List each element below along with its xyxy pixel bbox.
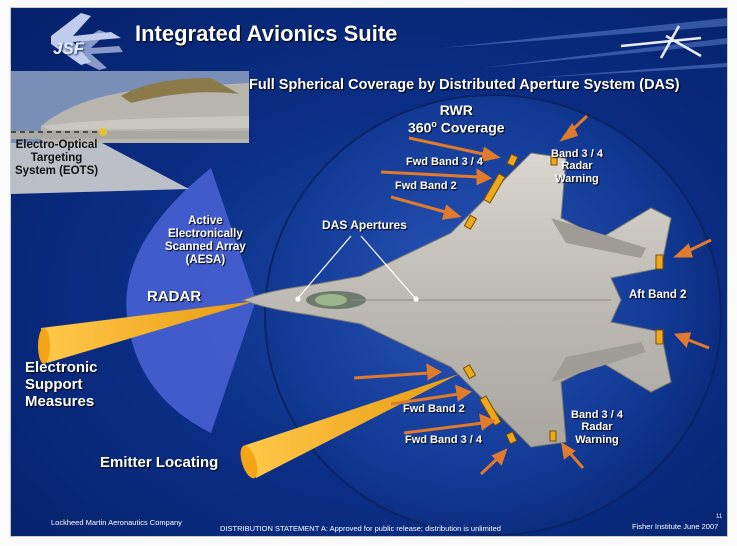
das-apertures-label: DAS Apertures xyxy=(322,218,407,232)
fwd-band-2-top-label: Fwd Band 2 xyxy=(395,180,457,192)
band-34-top-line3: Warning xyxy=(555,172,599,185)
lockheed-logo xyxy=(620,25,702,59)
band-34-top-label: Band 3 / 4 Radar Warning xyxy=(551,148,603,185)
band-34-top-line2: Radar xyxy=(561,160,593,173)
band-34-bottom-line1: Band 3 / 4 xyxy=(571,409,623,421)
aesa-label: Active Electronically Scanned Array (AES… xyxy=(165,215,246,267)
eots-line2: Targeting xyxy=(30,151,83,164)
rwr-label: RWR 360o Coverage xyxy=(408,102,505,136)
slide-title: Integrated Avionics Suite xyxy=(135,21,398,46)
aesa-line2: Electronically xyxy=(167,227,243,240)
band-34-top-line1: Band 3 / 4 xyxy=(551,148,603,160)
eots-line1: Electro-Optical xyxy=(15,139,98,151)
illustration xyxy=(11,13,727,536)
footer-page-number: 11 xyxy=(716,514,723,520)
aesa-line4: (AESA) xyxy=(185,253,226,266)
aesa-line1: Active xyxy=(188,215,223,227)
f35-aircraft xyxy=(241,152,672,448)
emitter-locating-label: Emitter Locating xyxy=(100,454,219,471)
footer-company: Lockheed Martin Aeronautics Company xyxy=(51,518,182,527)
eots-label: Electro-Optical Targeting System (EOTS) xyxy=(15,139,98,178)
emitter-beam xyxy=(243,374,459,478)
slide-subtitle: Full Spherical Coverage by Distributed A… xyxy=(249,77,680,93)
esm-beam-end xyxy=(38,328,50,364)
fwd-band-34-bottom-label: Fwd Band 3 / 4 xyxy=(405,434,483,446)
band-34-bottom-line2: Radar xyxy=(581,421,613,434)
slide: JSF Integrated Avionics Suite Full Spher… xyxy=(10,7,728,537)
footer-distribution: DISTRIBUTION STATEMENT A: Approved for p… xyxy=(220,524,501,533)
band-34-bottom-line3: Warning xyxy=(575,433,619,446)
aesa-radar-cone xyxy=(126,168,256,433)
radar-label: RADAR xyxy=(147,288,202,305)
eots-line3: System (EOTS) xyxy=(15,164,99,177)
fwd-band-2-bottom-label: Fwd Band 2 xyxy=(403,403,465,415)
esm-line3: Measures xyxy=(25,392,95,410)
footer-institute: Fisher Institute June 2007 xyxy=(632,522,719,531)
emitter-beam-end xyxy=(240,445,258,479)
rwr-degrees: 360 xyxy=(408,119,432,136)
threat-arrows xyxy=(353,114,712,476)
aft-band-2-label: Aft Band 2 xyxy=(629,289,687,301)
jsf-logo-text: JSF xyxy=(53,39,85,58)
rwr-coverage-text: Coverage xyxy=(436,119,505,136)
esm-line2: Support xyxy=(25,375,83,393)
esm-label: Electronic Support Measures xyxy=(25,359,98,410)
esm-line1: Electronic xyxy=(25,359,98,376)
aesa-line3: Scanned Array xyxy=(165,240,246,253)
jsf-logo xyxy=(51,13,123,70)
das-pointers xyxy=(295,235,419,302)
band-34-bottom-label: Band 3 / 4 Radar Warning xyxy=(571,409,623,446)
rwr-line1: RWR xyxy=(439,102,473,118)
rwr-degree-symbol: o xyxy=(431,118,437,129)
rwr-antennas xyxy=(462,153,664,445)
rwr-line2: 360o Coverage xyxy=(408,119,505,136)
fwd-band-34-top-label: Fwd Band 3 / 4 xyxy=(406,156,484,168)
esm-beam xyxy=(41,301,256,363)
background-streaks xyxy=(441,18,727,78)
eots-inset xyxy=(11,71,249,194)
